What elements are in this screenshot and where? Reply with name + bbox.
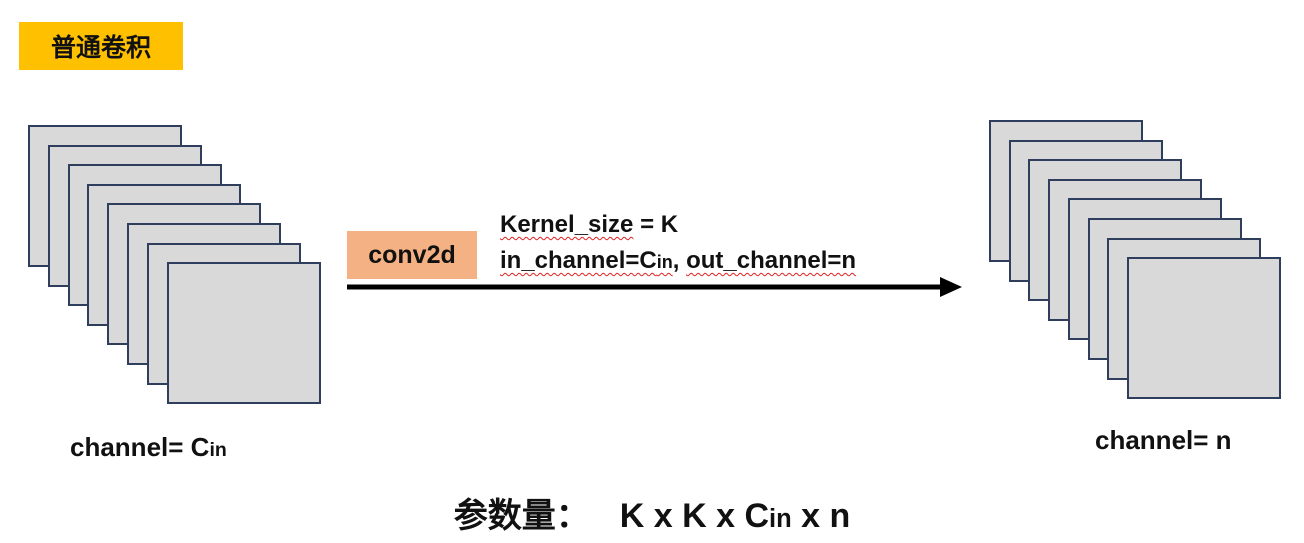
- kernel-size-param: Kernel_size = K: [500, 211, 678, 239]
- title-badge: 普通卷积: [19, 22, 183, 70]
- in-channel-param: in_channel=C: [500, 247, 657, 274]
- formula-label: 参数量：: [453, 496, 590, 536]
- input-channel-text: channel= C: [70, 432, 210, 462]
- arrow-head: [940, 277, 962, 297]
- input-channel-subscript: in: [209, 439, 227, 461]
- param-count-formula: 参数量： K x K x Cin x n: [0, 488, 1304, 537]
- output-channel-text: channel= n: [1095, 425, 1232, 455]
- param-separator: ,: [672, 247, 687, 274]
- formula-expr-suffix: x n: [791, 497, 851, 535]
- input-sheet-8: [166, 262, 321, 405]
- formula-subscript: in: [769, 505, 792, 533]
- output-sheet-8: [1126, 257, 1281, 400]
- input-channel-label: channel= Cin: [70, 432, 227, 463]
- formula-expr-prefix: K x K x C: [619, 497, 769, 535]
- conv2d-label: conv2d: [368, 240, 456, 269]
- kernel-size-key: Kernel_size: [500, 211, 634, 238]
- title-text: 普通卷积: [50, 33, 151, 62]
- out-channel-param: out_channel=n: [686, 247, 857, 274]
- conv2d-badge: conv2d: [347, 231, 477, 279]
- in-channel-subscript: in: [656, 252, 673, 272]
- output-channel-label: channel= n: [1095, 425, 1232, 456]
- channel-params: in_channel=Cin, out_channel=n: [500, 247, 856, 275]
- kernel-size-value: = K: [633, 211, 679, 238]
